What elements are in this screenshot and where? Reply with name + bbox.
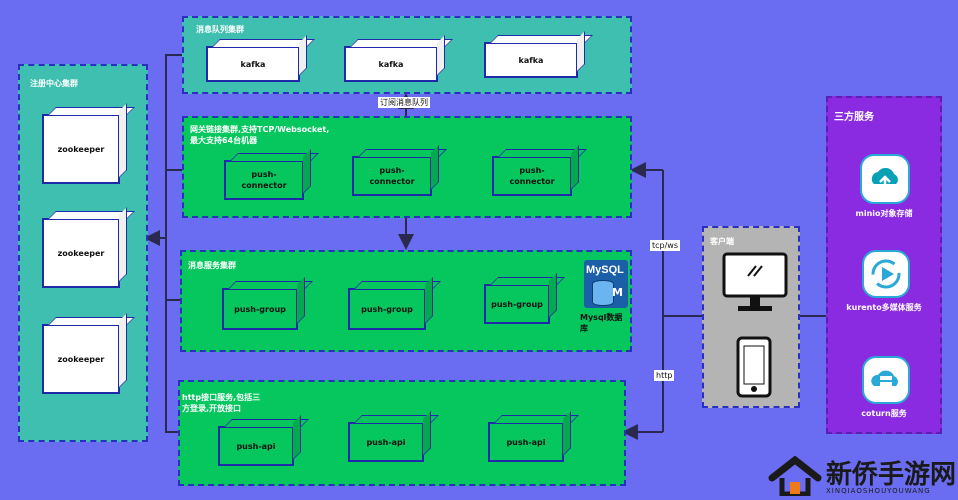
push-group-node: push-group — [222, 288, 298, 330]
cloud-upload-icon — [871, 167, 898, 190]
push-api-node: push-api — [488, 422, 564, 462]
kafka-node: kafka — [206, 46, 300, 82]
coturn-label: coturn服务 — [861, 409, 907, 418]
minio-label: minio对象存储 — [855, 209, 913, 218]
push-api-node: push-api — [348, 422, 424, 462]
minio-service — [860, 154, 910, 204]
registry-cluster-title: 注册中心集群 — [30, 79, 78, 88]
kurento-label: kurento多媒体服务 — [846, 303, 922, 312]
kafka-cluster: 消息队列集群 kafka kafka kafka — [182, 16, 632, 94]
client-cluster-title: 客户端 — [710, 237, 734, 246]
zookeeper-node: zookeeper — [42, 114, 120, 184]
http-cluster-title: http接口服务,包括三 方登录,开放接口 — [182, 393, 261, 413]
desktop-monitor-icon — [722, 252, 788, 311]
media-sync-icon — [871, 259, 901, 289]
registry-cluster: 注册中心集群 zookeeper zookeeper zookeeper — [18, 64, 148, 442]
mysql-database: MySQL M — [584, 260, 628, 308]
watermark-title: 新侨手游网 — [826, 460, 957, 490]
house-logo-icon — [768, 456, 822, 496]
kafka-cluster-title: 消息队列集群 — [196, 25, 244, 34]
gateway-cluster-title: 网关链接集群,支持TCP/Websocket, 最大支持64台机器 — [190, 125, 330, 145]
watermark-subtitle: XINQIAOSHOUYOUWANG — [826, 487, 931, 495]
http-cluster: http接口服务,包括三 方登录,开放接口 push-api push-api … — [178, 380, 626, 486]
message-cluster: 消息服务集群 push-group push-group push-group … — [180, 250, 632, 352]
push-connector-node: push- connector — [492, 156, 572, 196]
zookeeper-node: zookeeper — [42, 324, 120, 394]
kafka-node: kafka — [484, 42, 578, 78]
push-connector-node: push- connector — [352, 156, 432, 196]
gateway-cluster: 网关链接集群,支持TCP/Websocket, 最大支持64台机器 push- … — [182, 116, 632, 218]
push-api-node: push-api — [218, 426, 294, 466]
database-cylinder-icon — [592, 280, 614, 306]
mysql-logo-text: MySQL — [586, 264, 624, 276]
client-cluster: 客户端 — [702, 226, 800, 408]
http-label: http — [654, 370, 675, 381]
tcpws-label: tcp/ws — [650, 240, 681, 251]
mobile-phone-icon — [736, 336, 772, 398]
mysql-label: Mysql数据库 — [580, 313, 623, 333]
zookeeper-node: zookeeper — [42, 218, 120, 288]
kurento-service — [862, 250, 910, 298]
message-cluster-title: 消息服务集群 — [188, 261, 236, 270]
left-trunk-line — [165, 54, 182, 433]
kafka-node: kafka — [344, 46, 438, 82]
mysql-m-letter: M — [612, 286, 623, 299]
coturn-service — [862, 356, 910, 404]
push-group-node: push-group — [484, 284, 550, 324]
cloud-server-icon — [871, 370, 898, 386]
thirdparty-cluster-title: 三方服务 — [834, 112, 874, 123]
push-connector-node: push- connector — [224, 160, 304, 200]
push-group-node: push-group — [348, 288, 426, 330]
subscribe-label: 订阅消息队列 — [378, 97, 430, 108]
